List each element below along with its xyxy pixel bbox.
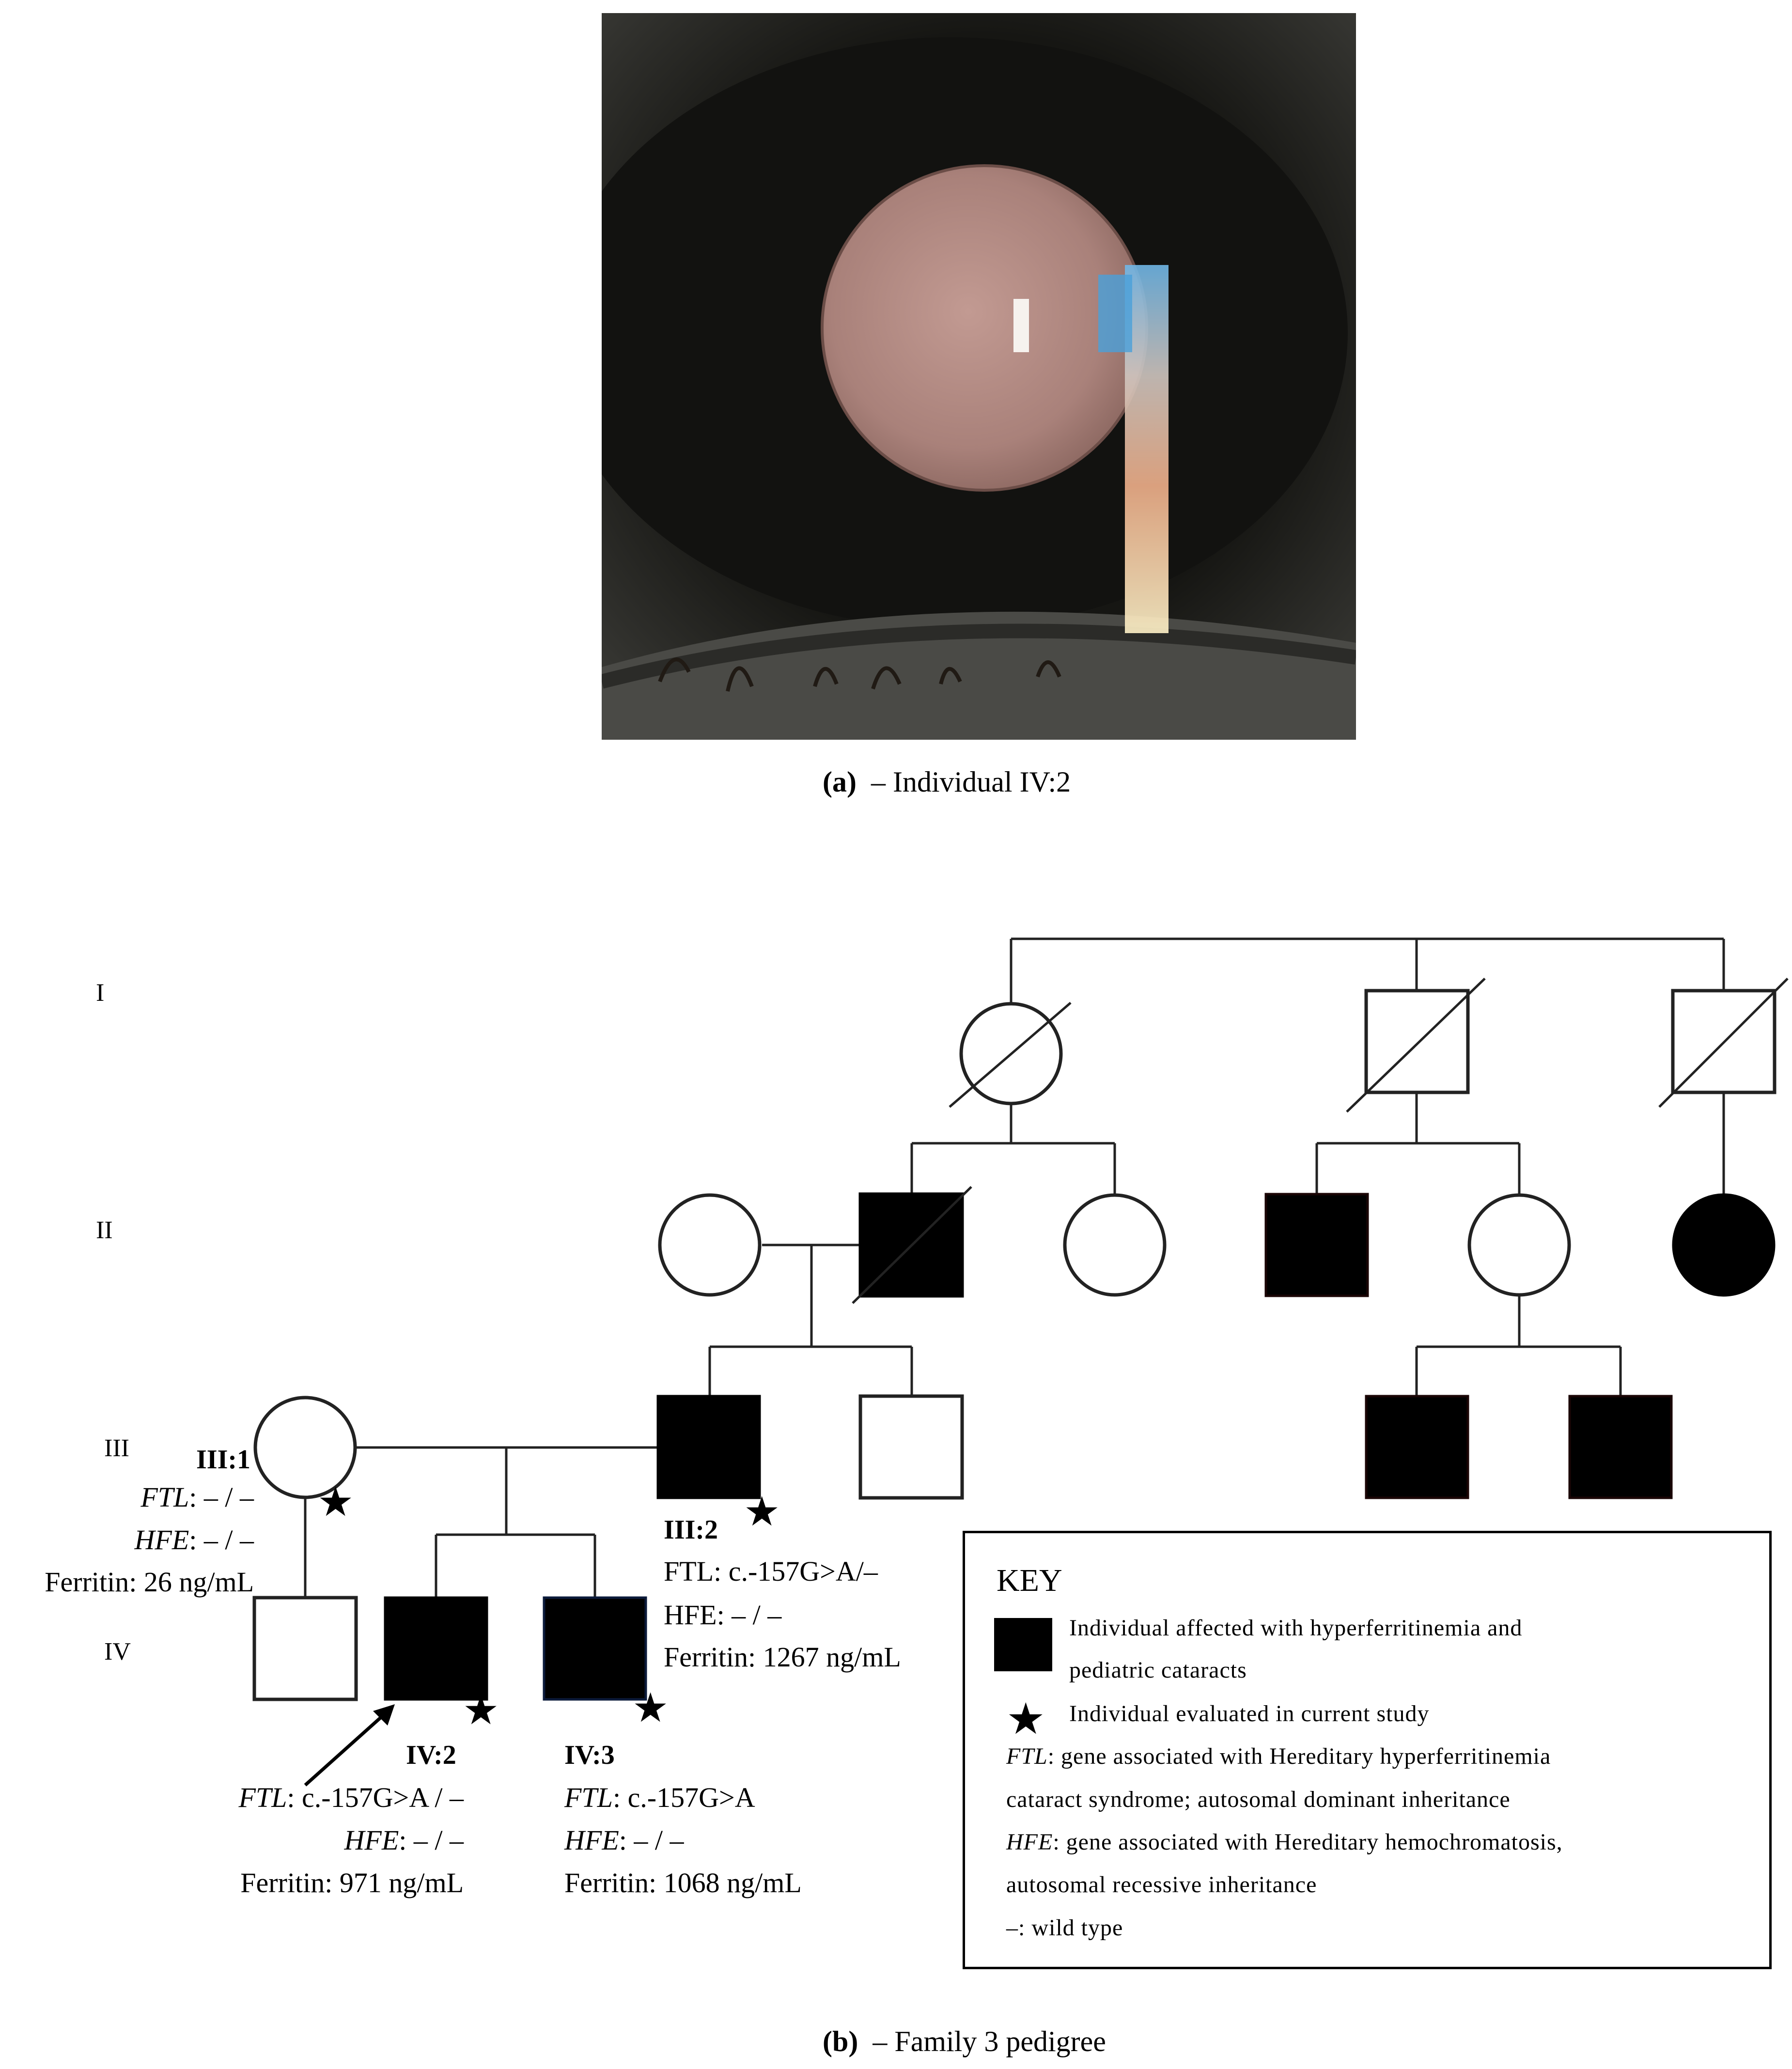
individual-III4 (1365, 1395, 1469, 1499)
individual-III5 (1568, 1395, 1673, 1499)
evaluated-star-icon: ★ (632, 1686, 669, 1731)
individual-II2 (852, 1186, 972, 1304)
generation-label-III: III (104, 1434, 129, 1462)
individual-id-IV2: IV:2 (406, 1740, 456, 1770)
individual-IV3 (543, 1596, 647, 1701)
individual-I2 (1346, 978, 1486, 1113)
genotype-ftl-IV2: FTL: c.-157G>A / – (238, 1782, 464, 1813)
legend-key: KEY Individual affected with hyperferrit… (963, 1531, 1772, 1969)
individual-IV2 (384, 1596, 488, 1701)
legend-ftl-line1: FTL: gene associated with Hereditary hyp… (1006, 1743, 1551, 1769)
connector-lines (304, 937, 1725, 1598)
legend-affected-line1: Individual affected with hyperferritinem… (1069, 1615, 1523, 1641)
evaluated-star-icon: ★ (463, 1688, 499, 1733)
individual-II4 (1264, 1193, 1369, 1297)
individual-II5 (1467, 1193, 1571, 1297)
individual-I3 (1658, 978, 1789, 1108)
individual-id-IV3: IV:3 (564, 1740, 615, 1770)
legend-affected-line2: pediatric cataracts (1069, 1657, 1247, 1683)
panel-a-caption: (a) – Individual IV:2 (823, 766, 1071, 798)
individual-III1 (253, 1396, 357, 1499)
legend-wildtype: –: wild type (1006, 1915, 1123, 1941)
individual-II6 (1672, 1193, 1776, 1297)
ferritin-III2: Ferritin: 1267 ng/mL (664, 1641, 901, 1673)
legend-hfe-line1: HFE: gene associated with Hereditary hem… (1006, 1829, 1563, 1855)
eye-photograph (602, 13, 1356, 740)
genotype-hfe-III1: HFE: – / – (134, 1524, 254, 1556)
generation-label-IV: IV (104, 1638, 131, 1665)
panel-b-caption: (b) – Family 3 pedigree (823, 2025, 1106, 2057)
individual-III2 (656, 1395, 761, 1499)
evaluated-star-icon: ★ (744, 1490, 780, 1535)
legend-evaluated: Individual evaluated in current study (1069, 1701, 1430, 1727)
genotype-hfe-IV2: HFE: – / – (344, 1824, 464, 1856)
legend-hfe-line2: autosomal recessive inheritance (1006, 1872, 1317, 1898)
evaluated-star-icon: ★ (1006, 1696, 1045, 1743)
genotype-ftl-III2: FTL: c.-157G>A/– (664, 1556, 878, 1587)
affected-swatch-icon (994, 1618, 1052, 1671)
generation-label-II: II (96, 1216, 113, 1244)
genotype-ftl-IV3: FTL: c.-157G>A (564, 1782, 755, 1813)
legend-ftl-line2: cataract syndrome; autosomal dominant in… (1006, 1787, 1511, 1812)
ferritin-III1: Ferritin: 26 ng/mL (45, 1566, 254, 1598)
genotype-ftl-III1: FTL: – / – (140, 1481, 254, 1513)
generation-label-I: I (96, 979, 105, 1007)
legend-title: KEY (997, 1563, 1062, 1598)
proband-arrow (304, 1704, 395, 1787)
individual-IV1 (252, 1596, 358, 1701)
ferritin-IV2: Ferritin: 971 ng/mL (240, 1867, 464, 1898)
individual-id-III2: III:2 (664, 1515, 718, 1545)
genotype-hfe-III2: HFE: – / – (664, 1599, 782, 1631)
ferritin-IV3: Ferritin: 1068 ng/mL (564, 1867, 802, 1898)
individual-II1 (658, 1193, 762, 1297)
individual-II3 (1063, 1193, 1167, 1297)
individual-III3 (858, 1394, 964, 1500)
individual-I1 (949, 1002, 1072, 1108)
evaluated-star-icon: ★ (317, 1480, 354, 1525)
genotype-hfe-IV3: HFE: – / – (564, 1824, 684, 1856)
individual-id-III1: III:1 (196, 1445, 251, 1475)
